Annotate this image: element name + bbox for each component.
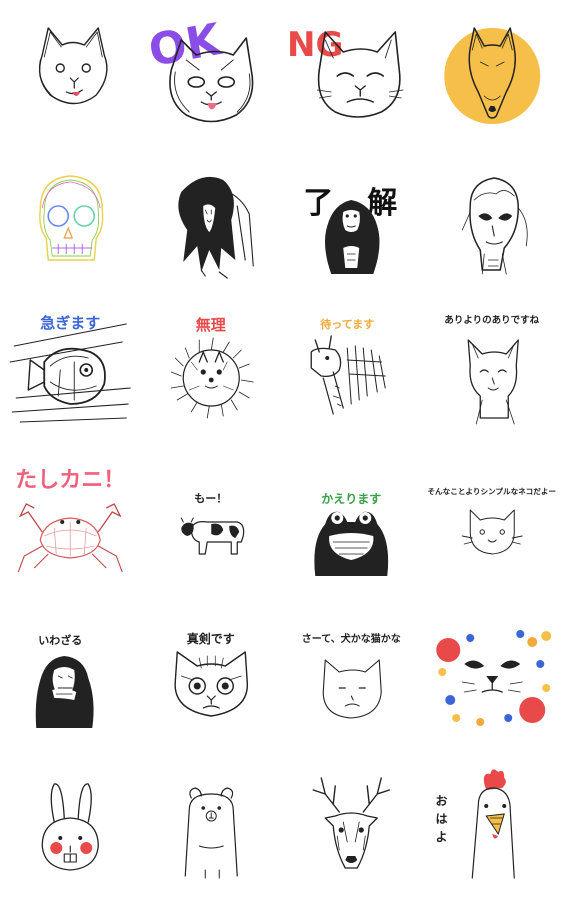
- caption-tashikani: たしカニ！: [15, 468, 126, 493]
- giraffe-icon: [310, 335, 386, 415]
- cow-icon: [180, 517, 244, 555]
- caption-ariyori: ありよりのありですね: [444, 315, 540, 326]
- sticker-colorful-dog[interactable]: [422, 600, 562, 750]
- pomeranian-icon: [170, 337, 254, 419]
- sticker-kaerimasu-frog[interactable]: かえります: [281, 450, 422, 600]
- cat-face-icon: [168, 37, 253, 123]
- deer-icon: [312, 777, 390, 869]
- simple-cat-icon: [461, 509, 523, 555]
- serious-cat-icon: [174, 651, 248, 717]
- sticker-muri-pom[interactable]: 無理: [141, 300, 282, 450]
- sticker-ryokai-gorilla[interactable]: 了 解: [281, 150, 422, 300]
- sticker-shinken-cat[interactable]: 真剣です: [141, 600, 282, 750]
- rooster-icon: [471, 769, 515, 879]
- alien-face-icon: [461, 177, 528, 275]
- sticker-skull[interactable]: [0, 150, 141, 300]
- caption-simple-cat: そんなことよりシンプルなネコだよー: [427, 487, 557, 496]
- sticker-moo-cow[interactable]: もー！: [141, 450, 282, 600]
- caption-isogimasu: 急ぎます: [40, 314, 101, 332]
- sticker-bear[interactable]: [141, 750, 282, 900]
- caption-moo: もー！: [194, 492, 228, 505]
- sticker-cat-sketch[interactable]: [0, 0, 141, 150]
- sticker-inu-neko-cat[interactable]: さーて、犬かな猫かな: [281, 600, 422, 750]
- sticker-long-hair-ghost[interactable]: [141, 150, 282, 300]
- caption-ohayo: おはよ: [435, 794, 448, 844]
- sticker-ok-cat[interactable]: OK: [141, 0, 282, 150]
- thin-cat-icon: [467, 339, 519, 425]
- sticker-tashikani-crab[interactable]: たしカニ！: [0, 450, 141, 600]
- colorful-dog-icon: [435, 630, 551, 726]
- sticker-deer[interactable]: [281, 750, 422, 900]
- sticker-isogimasu-fish[interactable]: 急ぎます: [0, 300, 141, 450]
- cat-sketch-icon: [38, 27, 108, 105]
- caption-muri: 無理: [195, 316, 226, 334]
- crab-icon: [17, 503, 123, 573]
- caption-mattemasu: 待ってます: [320, 318, 375, 331]
- sticker-mattemasu-giraffe[interactable]: 待ってます: [281, 300, 422, 450]
- ghost-icon: [177, 176, 254, 279]
- gorilla-icon: [325, 200, 380, 274]
- jackal-icon: [443, 27, 540, 124]
- dog-or-cat-icon: [322, 659, 382, 719]
- caption-inu-neko: さーて、犬かな猫かな: [301, 634, 401, 645]
- bear-icon: [184, 787, 238, 879]
- grumpy-cat-icon: [316, 31, 404, 118]
- skull-icon: [39, 175, 104, 261]
- sticker-simple-cat[interactable]: そんなことよりシンプルなネコだよー: [422, 450, 562, 600]
- sticker-iwazaru-monkey[interactable]: いわざる: [0, 600, 141, 750]
- sticker-ariyori-cat[interactable]: ありよりのありですね: [422, 300, 562, 450]
- sticker-ohayo-rooster[interactable]: おはよ: [422, 750, 562, 900]
- caption-shinken: 真剣です: [186, 632, 235, 646]
- fish-icon: [9, 323, 131, 423]
- frog-icon: [314, 511, 389, 576]
- sticker-jackal[interactable]: [422, 0, 562, 150]
- sticker-rabbit[interactable]: [0, 750, 141, 900]
- caption-kaerimasu: かえります: [321, 492, 382, 506]
- caption-iwazaru: いわざる: [38, 634, 83, 647]
- rabbit-icon: [41, 783, 99, 871]
- sticker-alien-face[interactable]: [422, 150, 562, 300]
- sticker-ng-cat[interactable]: NG: [281, 0, 422, 150]
- monkey-icon: [35, 656, 94, 728]
